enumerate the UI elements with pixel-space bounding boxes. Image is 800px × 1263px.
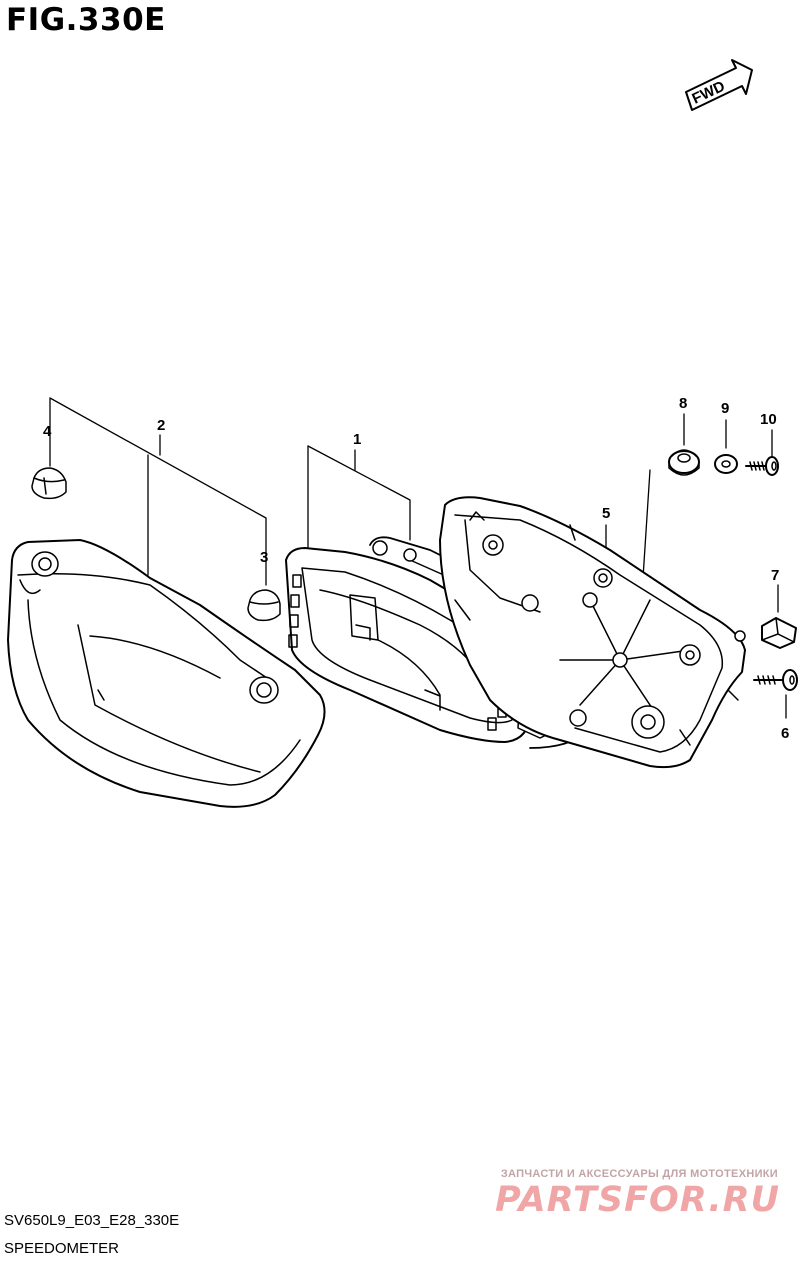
part-3-cap [247, 589, 281, 622]
part-6-screw [753, 669, 798, 691]
callout-8: 8 [679, 395, 687, 412]
callout-10: 10 [760, 411, 777, 428]
part-5-lower-cover [439, 496, 746, 769]
callout-2: 2 [157, 417, 165, 434]
part-8-grommet [668, 449, 700, 476]
callout-7: 7 [771, 567, 779, 584]
callout-1: 1 [353, 431, 361, 448]
callout-9: 9 [721, 400, 729, 417]
fwd-arrow-icon: FWD [685, 59, 753, 111]
part-7-nut [761, 617, 797, 649]
watermark-tagline: ЗАПЧАСТИ И АКСЕССУАРЫ ДЛЯ МОТОТЕХНИКИ [500, 1168, 778, 1180]
part-9-washer [714, 454, 738, 474]
figure-code: SV650L9_E03_E28_330E [4, 1212, 180, 1229]
figure-title: FIG.330E [6, 2, 166, 38]
callout-6: 6 [781, 725, 789, 742]
callout-4: 4 [43, 423, 52, 440]
part-2-meter-cover [7, 539, 326, 808]
callout-3: 3 [260, 549, 268, 566]
callout-5: 5 [602, 505, 610, 522]
figure-name: SPEEDOMETER [4, 1240, 120, 1257]
watermark-logo: PARTSFOR.RU [495, 1180, 780, 1220]
part-4-cap [31, 467, 67, 500]
part-10-screw [745, 456, 779, 476]
